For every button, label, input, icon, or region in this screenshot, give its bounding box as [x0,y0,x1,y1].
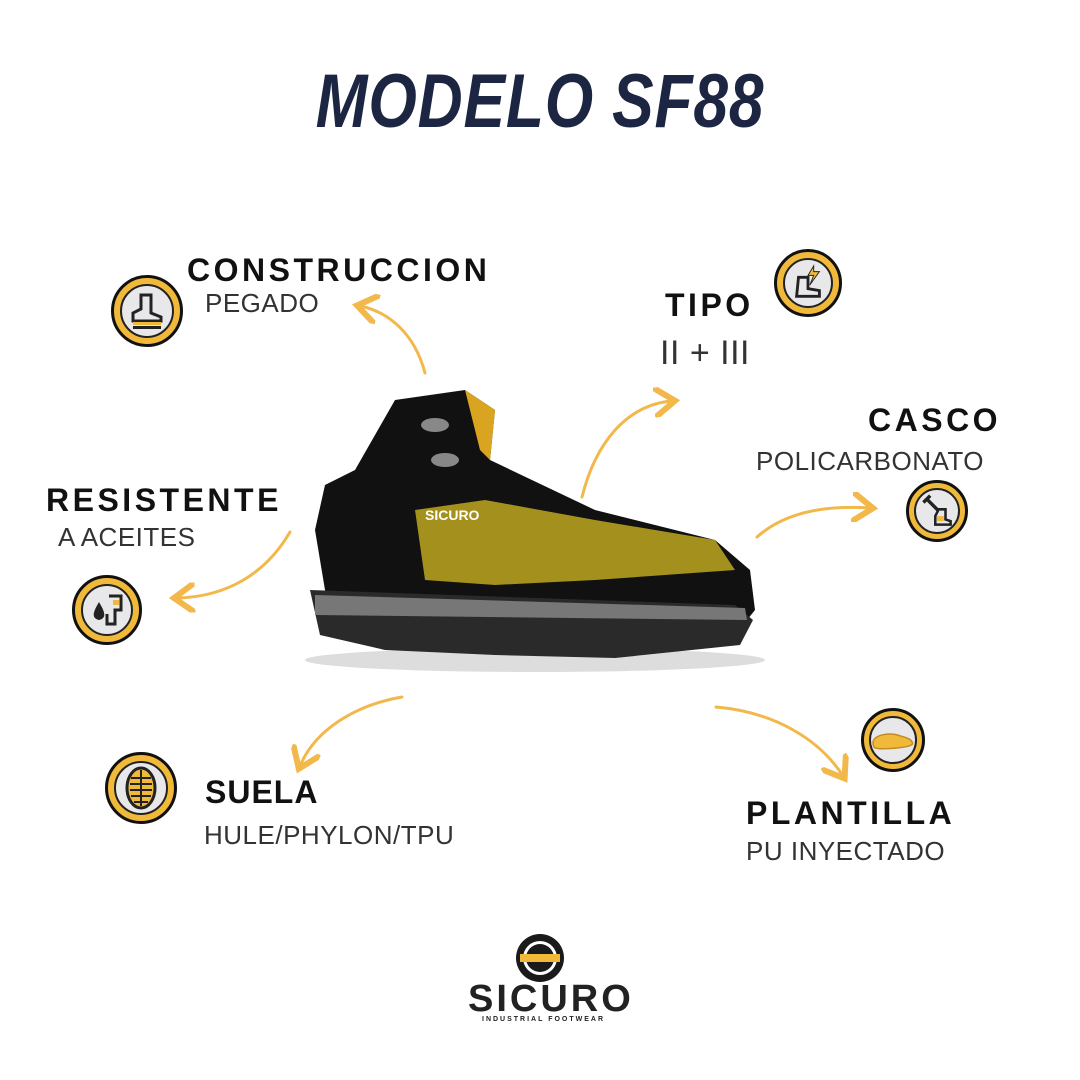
oil-drop-boot-icon [72,575,142,645]
insole-icon [861,708,925,772]
resistente-value: A ACEITES [58,522,196,552]
resistente-label: RESISTENTE [46,482,282,518]
page-title: MODELO SF88 [315,59,765,144]
arrow-tipo [580,401,672,499]
arrow-construccion [360,306,427,375]
plantilla-value: PU INYECTADO [746,836,946,866]
logo-tagline: INDUSTRIAL FOOTWEAR [482,1016,606,1023]
construccion-label: CONSTRUCCION [187,252,491,288]
toe-cap-hammer-icon [906,480,968,542]
sicuro-logo: SICURO INDUSTRIAL FOOTWEAR [440,930,640,1025]
outsole-icon [105,752,177,824]
boot-brand: SICURO [425,507,480,523]
plantilla-label: PLANTILLA [746,795,956,831]
arrow-plantilla [714,705,843,776]
logo-name: SICURO [468,978,634,1020]
tipo-value: II + III [660,334,750,372]
arrow-suela [300,695,404,766]
suela-label: SUELA [205,774,319,810]
arrow-resistente [177,530,292,598]
construccion-value: PEGADO [205,288,320,318]
arrow-casco [755,507,870,539]
tipo-label: TIPO [665,287,754,323]
suela-value: HULE/PHYLON/TPU [204,820,455,850]
casco-value: POLICARBONATO [756,446,985,476]
casco-label: CASCO [868,402,1002,438]
boot-image: SICURO [305,390,765,672]
logo-emblem-icon [516,934,564,982]
electric-boot-icon [774,249,842,317]
boot-sole-icon [111,275,183,347]
